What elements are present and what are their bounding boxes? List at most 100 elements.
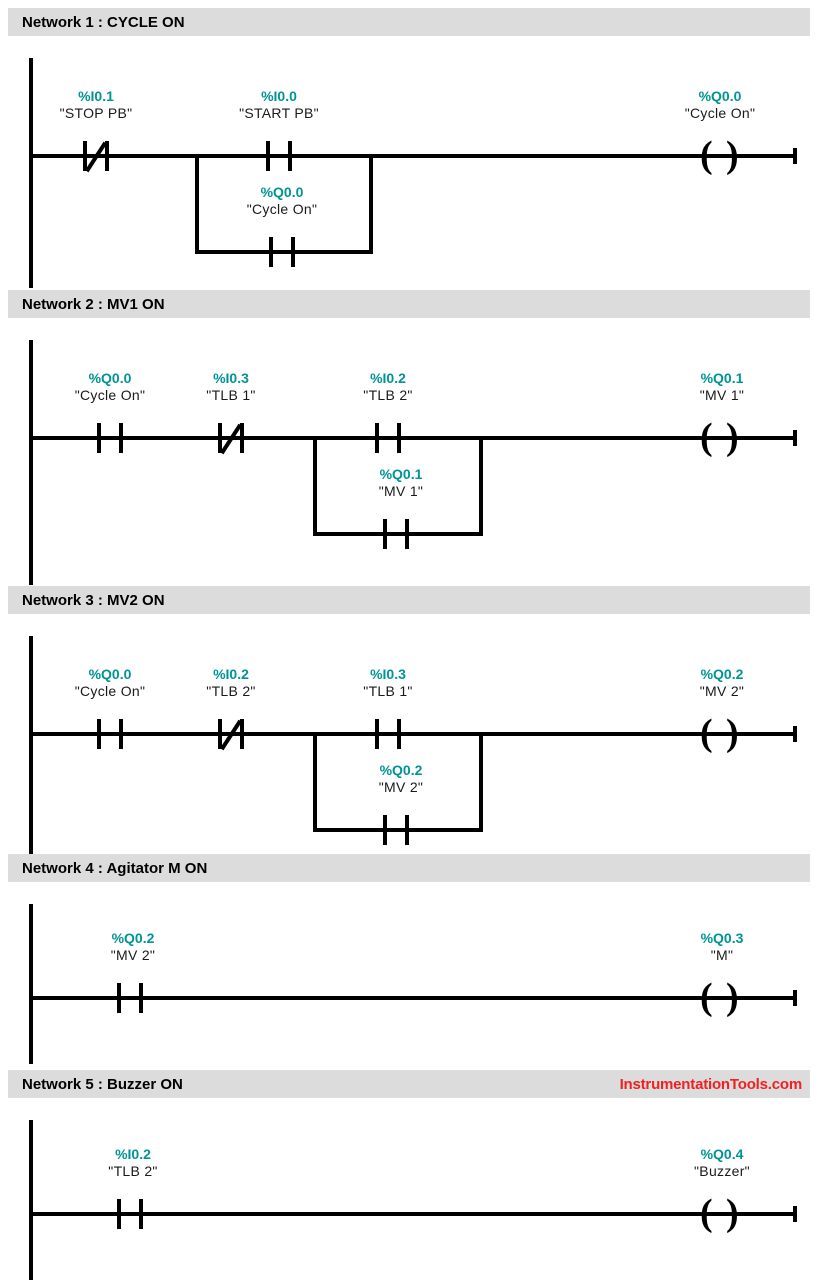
rung-wire-main: [29, 154, 795, 158]
contact-label-i03: %I0.3 "TLB 1": [338, 666, 438, 700]
contact-no-i03[interactable]: [375, 719, 401, 749]
contact-label-i01: %I0.1 "STOP PB": [38, 88, 154, 122]
contact-slash: [85, 141, 107, 173]
contact-bar-left: [117, 1199, 121, 1229]
contact-address: %I0.0: [261, 88, 297, 104]
contact-bar-right: [405, 519, 409, 549]
contact-address: %Q0.0: [88, 666, 132, 682]
network-1-header: Network 1 : CYCLE ON: [8, 8, 810, 36]
contact-nc-i03[interactable]: [218, 423, 244, 455]
contact-no-q02[interactable]: [117, 983, 143, 1013]
contact-label-i02: %I0.2 "TLB 2": [338, 370, 438, 404]
contact-symbol: "Cycle On": [74, 683, 146, 700]
coil-paren-right: ): [726, 416, 739, 458]
contact-bar-right: [105, 141, 109, 171]
network-3-title: Network 3 : MV2 ON: [22, 591, 165, 609]
coil-symbol: "M": [710, 947, 734, 964]
contact-address: %I0.2: [213, 666, 249, 682]
coil-paren-right: ): [726, 712, 739, 754]
contact-bar-right: [119, 423, 123, 453]
contact-bar-right: [240, 719, 244, 749]
network-3-header: Network 3 : MV2 ON: [8, 586, 810, 614]
contact-label-q00: %Q0.0 "Cycle On": [52, 666, 168, 700]
branch-wire: [313, 532, 483, 536]
contact-label-i02: %I0.2 "TLB 2": [78, 1146, 188, 1180]
contact-no-i02[interactable]: [117, 1199, 143, 1229]
contact-bar-right: [139, 983, 143, 1013]
contact-address: %I0.3: [370, 666, 406, 682]
contact-address: %Q0.2: [111, 930, 155, 946]
power-rail: [29, 340, 33, 585]
contact-no-q00[interactable]: [97, 423, 123, 453]
output-coil-q04[interactable]: ( ): [700, 1192, 742, 1234]
coil-address: %Q0.2: [700, 666, 744, 682]
coil-paren-left: (: [700, 1192, 713, 1234]
coil-paren-left: (: [700, 976, 713, 1018]
contact-bar-right: [139, 1199, 143, 1229]
contact-symbol: "TLB 1": [363, 683, 413, 700]
contact-symbol: "TLB 2": [108, 1163, 158, 1180]
coil-address: %Q0.0: [698, 88, 742, 104]
output-coil-q01[interactable]: ( ): [700, 416, 742, 458]
contact-address: %I0.1: [78, 88, 114, 104]
coil-label-q04: %Q0.4 "Buzzer": [667, 1146, 777, 1180]
contact-address: %Q0.1: [379, 466, 423, 482]
contact-nc-i02[interactable]: [218, 719, 244, 751]
contact-address: %I0.3: [213, 370, 249, 386]
branch-left-link: [313, 732, 317, 832]
branch-right-link: [369, 154, 373, 254]
branch-right-link: [479, 436, 483, 536]
contact-bar-left: [383, 815, 387, 845]
power-rail: [29, 904, 33, 1064]
contact-label-i03: %I0.3 "TLB 1": [181, 370, 281, 404]
contact-bar-left: [117, 983, 121, 1013]
contact-symbol: "START PB": [239, 105, 319, 122]
contact-label-i02: %I0.2 "TLB 2": [181, 666, 281, 700]
coil-paren-right: ): [726, 1192, 739, 1234]
contact-no-i00[interactable]: [266, 141, 292, 171]
contact-no-q00-branch[interactable]: [269, 237, 295, 267]
coil-paren-left: (: [700, 416, 713, 458]
output-coil-q02[interactable]: ( ): [700, 712, 742, 754]
coil-paren-left: (: [700, 712, 713, 754]
network-2-title: Network 2 : MV1 ON: [22, 295, 165, 313]
contact-address: %I0.2: [370, 370, 406, 386]
rung-wire-main: [29, 996, 795, 1000]
contact-no-q00[interactable]: [97, 719, 123, 749]
contact-bar-left: [383, 519, 387, 549]
coil-paren-right: ): [726, 976, 739, 1018]
contact-slash: [220, 719, 242, 751]
contact-bar-left: [266, 141, 270, 171]
contact-bar-right: [397, 423, 401, 453]
contact-no-q01-branch[interactable]: [383, 519, 409, 549]
contact-nc-i01[interactable]: [83, 141, 109, 173]
contact-address: %I0.2: [115, 1146, 151, 1162]
contact-address: %Q0.0: [260, 184, 304, 200]
contact-bar-left: [375, 423, 379, 453]
contact-bar-left: [269, 237, 273, 267]
coil-address: %Q0.1: [700, 370, 744, 386]
coil-label-q01: %Q0.1 "MV 1": [667, 370, 777, 404]
contact-symbol: "MV 2": [378, 779, 424, 796]
rung-wire-main: [29, 436, 795, 440]
contact-no-i02[interactable]: [375, 423, 401, 453]
contact-bar-right: [291, 237, 295, 267]
coil-symbol: "Buzzer": [694, 1163, 750, 1180]
contact-address: %Q0.0: [88, 370, 132, 386]
coil-symbol: "MV 2": [699, 683, 745, 700]
contact-symbol: "MV 1": [378, 483, 424, 500]
coil-paren-right: ): [726, 134, 739, 176]
contact-slash: [220, 423, 242, 455]
rung-end-terminator: [793, 726, 797, 742]
rung-end-terminator: [793, 990, 797, 1006]
contact-label-i00: %I0.0 "START PB": [219, 88, 339, 122]
rung-end-terminator: [793, 148, 797, 164]
contact-no-q02-branch[interactable]: [383, 815, 409, 845]
contact-bar-left: [375, 719, 379, 749]
output-coil-q00[interactable]: ( ): [700, 134, 742, 176]
coil-symbol: "Cycle On": [684, 105, 756, 122]
network-4-header: Network 4 : Agitator M ON: [8, 854, 810, 882]
output-coil-q03[interactable]: ( ): [700, 976, 742, 1018]
coil-paren-left: (: [700, 134, 713, 176]
contact-symbol: "TLB 2": [363, 387, 413, 404]
